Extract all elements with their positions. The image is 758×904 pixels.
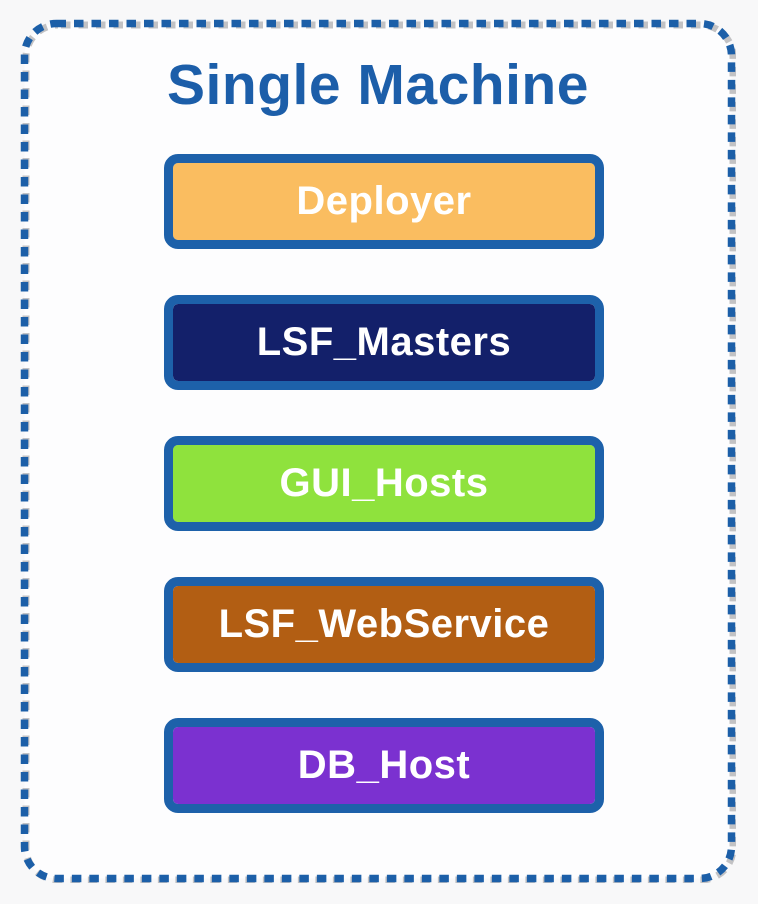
node-deployer: Deployer	[164, 154, 604, 249]
node-label: Deployer	[296, 179, 472, 223]
single-machine-group: Single Machine Deployer LSF_Masters GUI_…	[20, 19, 736, 883]
group-title: Single Machine	[167, 53, 589, 117]
node-stack: Deployer LSF_Masters GUI_Hosts LSF_WebSe…	[164, 154, 604, 813]
node-lsf-webservice: LSF_WebService	[164, 577, 604, 672]
group-content: Single Machine Deployer LSF_Masters GUI_…	[20, 19, 736, 883]
node-gui-hosts: GUI_Hosts	[164, 436, 604, 531]
node-label: DB_Host	[297, 743, 471, 787]
node-label: LSF_WebService	[218, 602, 550, 646]
node-db-host: DB_Host	[164, 718, 604, 813]
node-lsf-masters: LSF_Masters	[164, 295, 604, 390]
node-label: GUI_Hosts	[279, 461, 489, 505]
node-label: LSF_Masters	[256, 320, 512, 364]
